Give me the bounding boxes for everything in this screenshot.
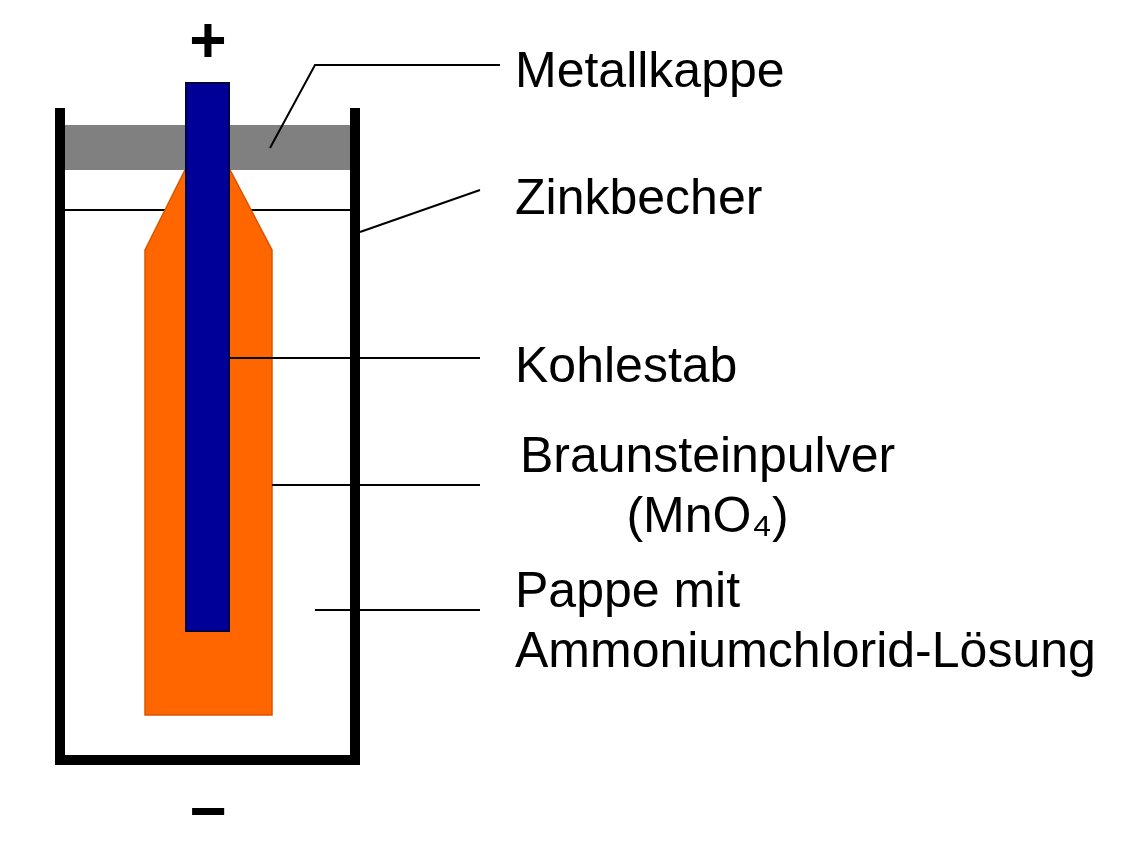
terminal-sign: − — [168, 779, 248, 843]
carbon-rod — [186, 83, 229, 631]
part-label: Braunsteinpulver (MnO₄) — [505, 425, 910, 545]
leader-line — [315, 609, 480, 611]
terminal-sign: + — [168, 8, 248, 72]
leader-line — [360, 190, 480, 232]
leader-line — [272, 484, 480, 486]
part-label: Pappe mit Ammoniumchlorid-Lösung — [515, 560, 1110, 680]
leader-line — [270, 65, 500, 148]
part-label: Kohlestab — [515, 335, 1075, 395]
part-label: Metallkappe — [515, 40, 1075, 100]
leader-line — [230, 357, 480, 359]
part-label: Zinkbecher — [515, 167, 1075, 227]
